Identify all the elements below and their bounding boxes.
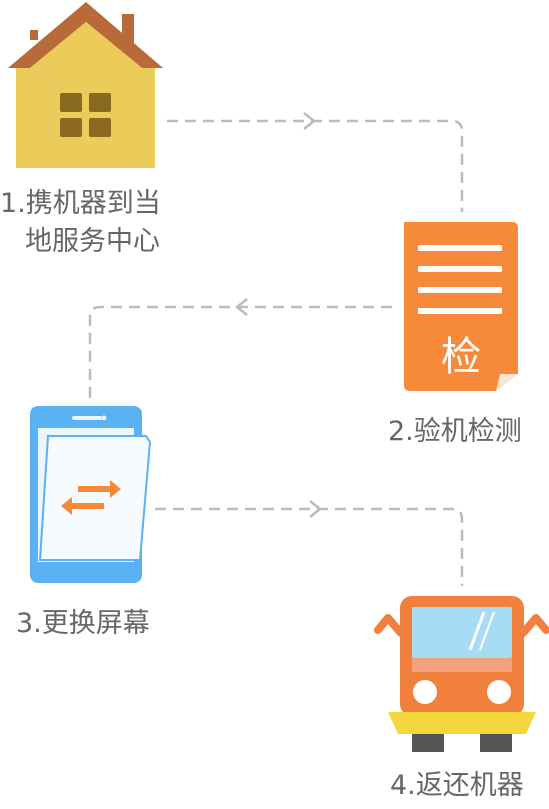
house-window [60,93,111,137]
connector-step2-to-step3 [88,305,392,400]
connector-arrowhead [303,112,317,130]
step1-label-line2: 地服务中心 [25,226,160,257]
step1-label-line1: 1.携机器到当 [0,188,161,219]
step4-label: 4.返还机器 [390,770,524,801]
delivery-truck-icon [374,596,549,752]
phone-screen-swap-icon [30,406,152,583]
step2-label: 2.验机检测 [388,416,522,447]
house-icon [8,2,163,168]
connector-arrowhead [234,298,248,316]
inspection-document-icon: 检 [404,222,518,391]
document-badge-text: 检 [441,334,481,380]
connector-step1-to-step2 [167,119,464,212]
connector-arrowhead [309,500,323,518]
connector-step3-to-step4 [155,507,464,586]
step3-label: 3.更换屏幕 [16,608,150,639]
swap-arrows-icon [61,480,121,515]
document-text-lines [418,245,502,314]
